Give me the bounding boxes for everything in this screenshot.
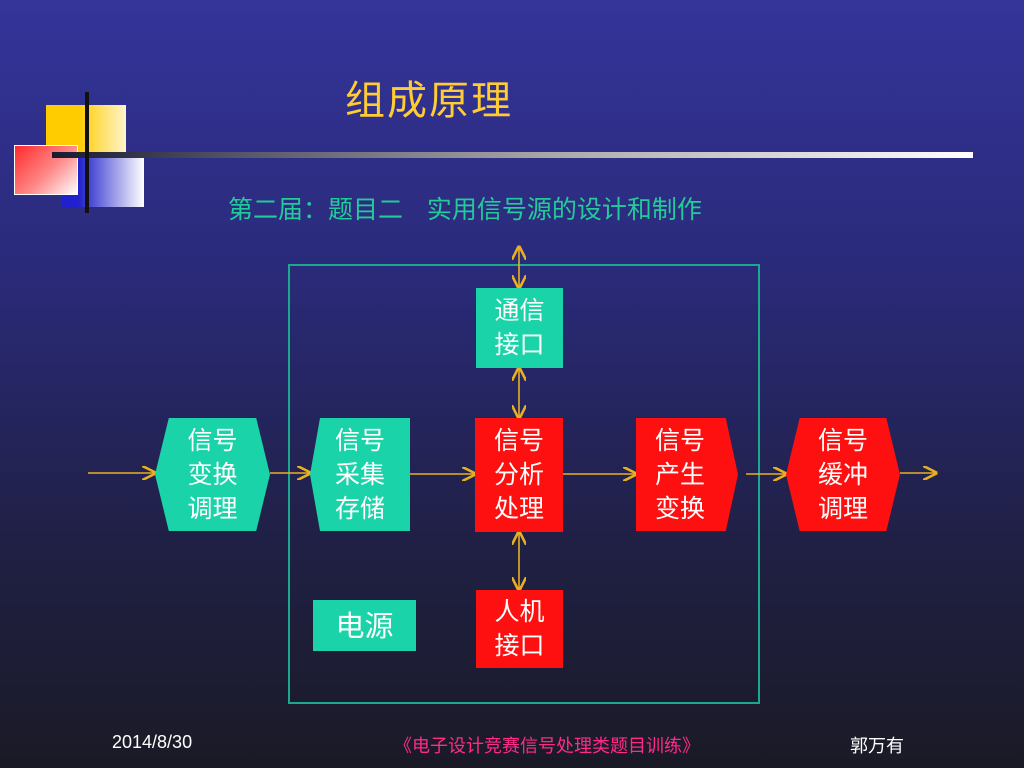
block-text: 信号 [493,426,544,455]
block-text: 接口 [494,631,545,660]
footer-date: 2014/8/30 [112,732,193,752]
block-text: 调理 [817,493,868,523]
decor-vertical-line [85,92,89,213]
slide-subtitle: 第二届：题目二 实用信号源的设计和制作 [228,195,702,224]
block-communication-interface: 通信 接口 [476,288,563,368]
block-text: 电源 [335,608,394,643]
block-text: 存储 [334,493,385,523]
block-text: 接口 [494,330,545,359]
block-text: 信号 [654,425,705,455]
block-text: 采集 [334,459,385,489]
block-text: 缓冲 [817,459,868,489]
block-text: 处理 [493,494,544,523]
title-rule [52,152,973,158]
footer-author: 郭万有 [850,736,904,756]
slide-title: 组成原理 [345,78,513,124]
block-text: 信号 [187,425,238,455]
block-text: 变换 [654,493,705,523]
block-text: 信号 [817,425,868,455]
footer-course-title: 《电子设计竞赛信号处理类题目训练》 [394,736,700,756]
block-signal-conditioning-in: 信号 变换 调理 [155,418,270,531]
block-text: 分析 [493,460,544,489]
block-text: 人机 [494,597,545,626]
block-signal-generation: 信号 产生 变换 [636,418,738,531]
block-signal-analysis: 信号 分析 处理 [475,418,563,532]
block-power-supply: 电源 [313,600,416,651]
block-text: 信号 [334,425,385,455]
block-signal-acquisition: 信号 采集 存储 [310,418,410,531]
block-text: 产生 [654,459,705,489]
block-text: 通信 [494,296,545,325]
block-text: 调理 [187,493,238,523]
block-signal-conditioning-out: 信号 缓冲 调理 [786,418,900,531]
block-human-machine-interface: 人机 接口 [476,590,563,668]
block-text: 变换 [187,459,238,489]
